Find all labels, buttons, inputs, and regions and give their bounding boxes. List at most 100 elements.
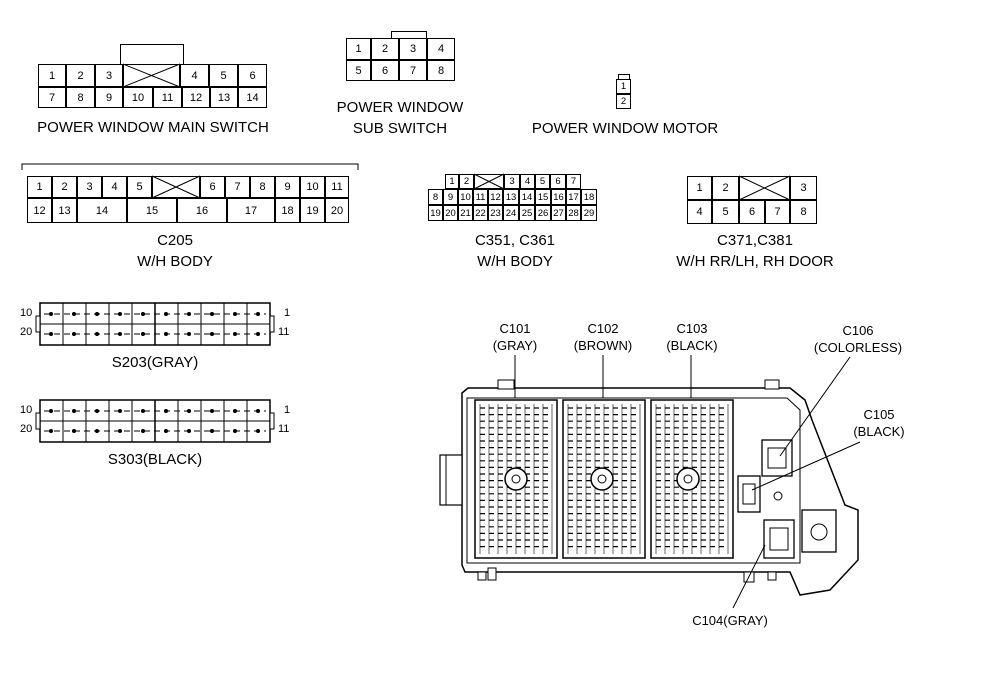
- pin: 5: [712, 200, 739, 224]
- pin: 2: [616, 94, 631, 109]
- pin: 18: [275, 198, 300, 223]
- c106-label-1: C106: [842, 323, 874, 338]
- pin: 3: [77, 176, 102, 198]
- pin: 10: [123, 87, 153, 108]
- pin: 20: [325, 198, 349, 223]
- pin: 8: [790, 200, 817, 224]
- pin: 11: [153, 87, 182, 108]
- pin: 9: [275, 176, 300, 198]
- c205-title-1: C205: [157, 232, 193, 249]
- c103-label-2: (BLACK): [666, 338, 718, 353]
- pin: 7: [225, 176, 250, 198]
- pin: 19: [300, 198, 325, 223]
- main-switch-title: POWER WINDOW MAIN SWITCH: [37, 119, 269, 136]
- pin: 3: [790, 176, 817, 200]
- main-switch-latch: [120, 44, 184, 64]
- s303-left-bottom: 20: [20, 423, 33, 435]
- pin: 3: [95, 64, 123, 87]
- pin: 1: [616, 79, 631, 94]
- pin: 5: [209, 64, 238, 87]
- s203-right-top: 1: [284, 307, 291, 319]
- pin: 1: [445, 174, 459, 189]
- pin: 15: [535, 189, 551, 205]
- pin: 7: [765, 200, 790, 224]
- pin: 16: [551, 189, 566, 205]
- s303-right-top: 1: [284, 404, 291, 416]
- c371-title-2: W/H RR/LH, RH DOOR: [676, 253, 834, 270]
- pin: 7: [399, 60, 427, 81]
- pin: 6: [238, 64, 267, 87]
- pin: 10: [300, 176, 325, 198]
- pin: 3: [399, 38, 427, 60]
- pin: 4: [102, 176, 127, 198]
- pin: 23: [488, 205, 503, 221]
- s303-right-bottom: 11: [278, 423, 290, 435]
- pin: 20: [443, 205, 458, 221]
- pin: 8: [428, 189, 443, 205]
- pin: 13: [52, 198, 77, 223]
- pin: 4: [520, 174, 535, 189]
- c106-label-2: (COLORLESS): [813, 340, 903, 355]
- pin: 4: [427, 38, 455, 60]
- pin: 21: [458, 205, 473, 221]
- c101-label-1: C101: [499, 321, 531, 336]
- pin: 2: [371, 38, 399, 60]
- c102-label-1: C102: [587, 321, 619, 336]
- pin: 13: [503, 189, 519, 205]
- s203-title: S203(GRAY): [111, 354, 199, 371]
- pin: 6: [371, 60, 399, 81]
- pin: 8: [66, 87, 95, 108]
- pin: 9: [443, 189, 458, 205]
- motor-title: POWER WINDOW MOTOR: [531, 120, 719, 137]
- sub-switch-title-1: POWER WINDOW: [336, 99, 464, 116]
- pin: 1: [27, 176, 52, 198]
- pin: 14: [519, 189, 535, 205]
- pin: 14: [238, 87, 267, 108]
- s303-left-top: 10: [20, 404, 33, 416]
- s203-left-top: 10: [20, 307, 33, 319]
- pin: 12: [27, 198, 52, 223]
- pin: 1: [346, 38, 371, 60]
- pin: 27: [551, 205, 566, 221]
- c101-label-2: (GRAY): [492, 338, 538, 353]
- pin: 1: [687, 176, 712, 200]
- pin: 4: [180, 64, 209, 87]
- c103-label-1: C103: [676, 321, 708, 336]
- c102-label-2: (BROWN): [573, 338, 633, 353]
- pin: 5: [346, 60, 371, 81]
- pin: 4: [687, 200, 712, 224]
- pin: 17: [566, 189, 581, 205]
- s203-right-bottom: 11: [278, 326, 290, 338]
- pin: 8: [250, 176, 275, 198]
- sub-switch-latch: [391, 31, 427, 39]
- c351-title-1: C351, C361: [474, 232, 556, 249]
- pin: 13: [210, 87, 238, 108]
- pin: 16: [177, 198, 227, 223]
- c371-title-1: C371,C381: [717, 232, 793, 249]
- pin: 5: [127, 176, 152, 198]
- pin: 1: [38, 64, 66, 87]
- pin: 19: [428, 205, 443, 221]
- c105-label-1: C105: [863, 407, 895, 422]
- pin: 11: [473, 189, 488, 205]
- pin: 12: [182, 87, 210, 108]
- c105-label-2: (BLACK): [853, 424, 905, 439]
- sub-switch-title-2: SUB SWITCH: [352, 120, 448, 137]
- pin: 11: [325, 176, 349, 198]
- pin: 9: [95, 87, 123, 108]
- pin: 18: [581, 189, 597, 205]
- pin: 2: [712, 176, 739, 200]
- pin: 6: [739, 200, 765, 224]
- c351-title-2: W/H BODY: [477, 253, 553, 270]
- c104-label: C104(GRAY): [692, 613, 768, 628]
- pin: 14: [77, 198, 127, 223]
- pin: 6: [200, 176, 225, 198]
- pin: 6: [550, 174, 566, 189]
